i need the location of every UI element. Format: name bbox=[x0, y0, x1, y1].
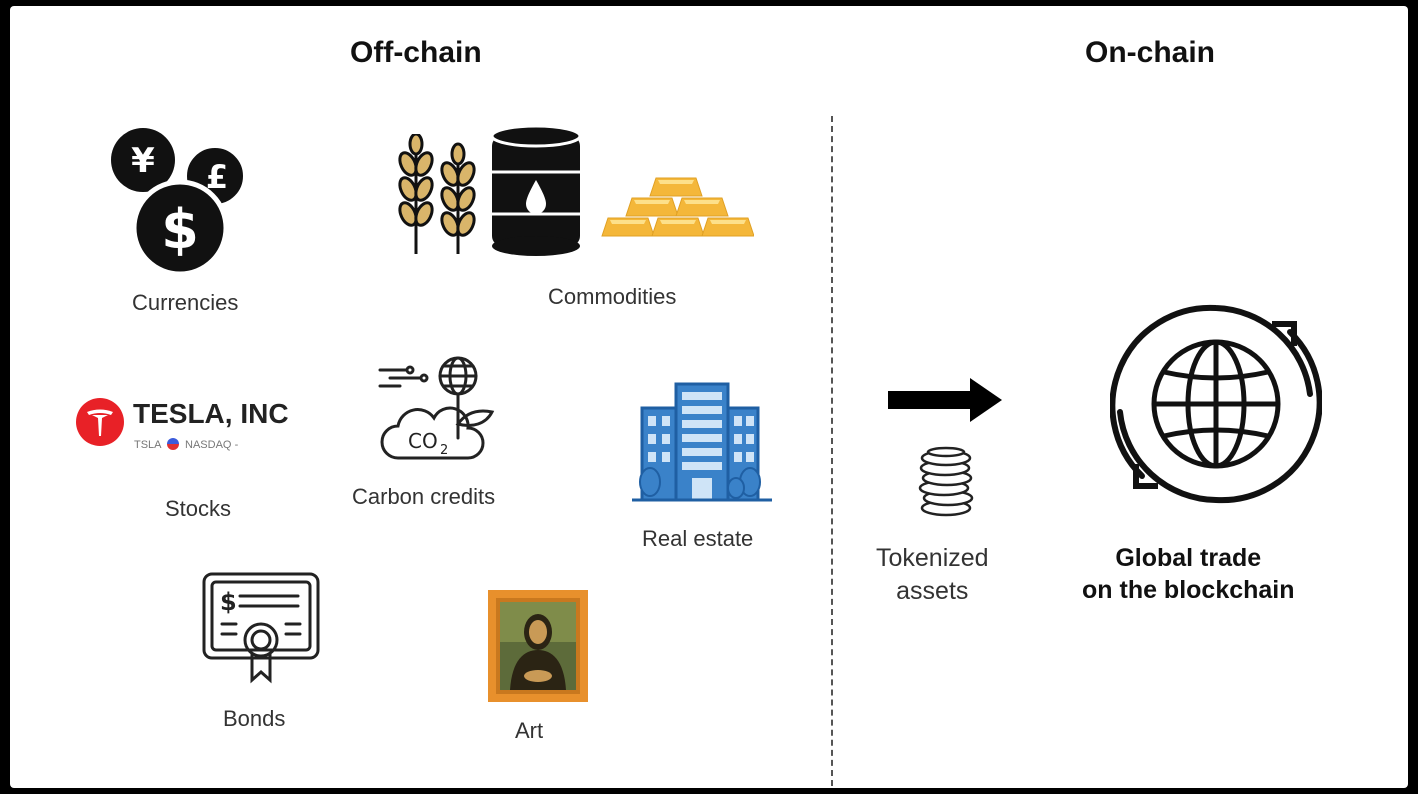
certificate-icon: $ bbox=[202, 572, 320, 684]
coins-icon: ¥ £ $ bbox=[111, 128, 247, 276]
tesla-logo-icon bbox=[76, 398, 124, 446]
stock-suffix: - bbox=[234, 439, 239, 451]
stock-meta: TSLA NASDAQ - bbox=[134, 438, 238, 451]
co2-text: CO bbox=[408, 429, 438, 453]
tokenized-line2: assets bbox=[896, 577, 969, 605]
pound-symbol: £ bbox=[206, 158, 228, 196]
stock-exchange: NASDAQ bbox=[185, 439, 232, 451]
dollar-symbol: $ bbox=[161, 198, 199, 261]
bonds-label: Bonds bbox=[223, 706, 286, 731]
co2-cloud-icon: CO 2 bbox=[378, 356, 495, 460]
stock-company-name: TESLA, INC bbox=[133, 398, 289, 429]
yen-symbol: ¥ bbox=[131, 141, 155, 181]
on-chain-heading: On-chain bbox=[1085, 36, 1216, 69]
building-icon bbox=[632, 382, 772, 502]
commodities-label: Commodities bbox=[548, 284, 677, 309]
off-chain-heading: Off-chain bbox=[350, 36, 482, 69]
global-trade-line1: Global trade bbox=[1115, 544, 1262, 572]
real-estate-label: Real estate bbox=[642, 526, 754, 551]
oil-barrel-icon bbox=[490, 124, 582, 256]
stock-ticker: TSLA bbox=[134, 439, 161, 451]
art-label: Art bbox=[515, 718, 544, 743]
wheat-icon bbox=[398, 134, 476, 254]
tokenized-assets-label: Tokenized assets bbox=[876, 542, 989, 608]
arrow-right-icon bbox=[888, 378, 1002, 422]
coin-stack-icon bbox=[918, 446, 974, 517]
diagram-canvas: Off-chain On-chain ¥ £ $ Currencies bbox=[10, 6, 1408, 788]
currencies-label: Currencies bbox=[132, 290, 239, 315]
painting-icon bbox=[488, 590, 588, 702]
global-trade-line2: on the blockchain bbox=[1082, 576, 1295, 604]
bond-dollar: $ bbox=[220, 588, 237, 616]
globe-cycle-icon bbox=[1110, 304, 1322, 504]
chain-divider bbox=[831, 116, 833, 786]
gold-bars-icon bbox=[601, 177, 754, 237]
stocks-label: Stocks bbox=[165, 496, 232, 521]
tokenized-line1: Tokenized bbox=[876, 544, 989, 572]
co2-subscript: 2 bbox=[440, 443, 448, 458]
carbon-credits-label: Carbon credits bbox=[352, 484, 496, 509]
global-trade-label: Global trade on the blockchain bbox=[1082, 542, 1295, 606]
us-flag-icon bbox=[166, 438, 179, 450]
